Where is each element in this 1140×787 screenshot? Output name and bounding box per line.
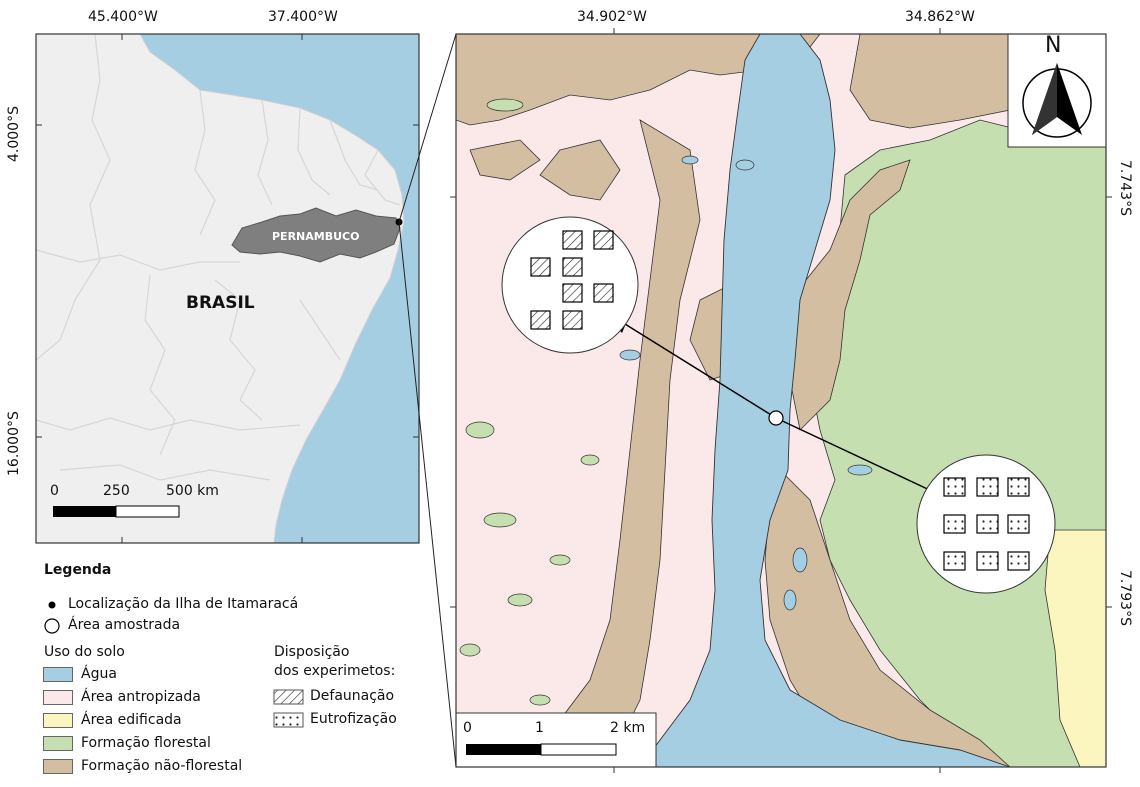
land-use-label-nao-florestal: Formação não-florestal: [81, 758, 243, 774]
country-label: BRASIL: [186, 293, 255, 313]
land-use-label-florestal: Formação florestal: [81, 735, 211, 751]
nonforest-area: [469, 139, 541, 181]
nonforest-area: [764, 469, 1011, 767]
connector-line: [398, 221, 457, 768]
overview-scale-tick-2: 500 km: [166, 483, 219, 499]
overview-y-tick-2: 16.000°S: [6, 411, 22, 476]
overview-y-tick-1: 4.000°S: [6, 106, 22, 162]
detail-scalebar: [456, 712, 657, 767]
detail-y-tick-1: 7.743°S: [1117, 160, 1133, 216]
location-legend-symbol: [48, 601, 56, 609]
swatch-antropizada: [43, 690, 73, 705]
overview-scale-tick-0: 0: [50, 483, 59, 499]
detail-scale-tick-0: 0: [463, 720, 472, 736]
overview-x-tick-2: 37.400°W: [268, 9, 338, 25]
state-label: PERNAMBUCO: [272, 230, 360, 243]
detail-x-tick-1: 34.902°W: [577, 9, 647, 25]
overview-scale-tick-1: 250: [103, 483, 130, 499]
connector-line: [398, 33, 457, 223]
state-borders: [36, 34, 401, 481]
nonforest-area: [789, 159, 911, 431]
nonforest-area: [539, 119, 701, 767]
detail-scale-tick-2: 2 km: [610, 720, 646, 736]
built-area: [1044, 529, 1106, 767]
river-channel: [639, 34, 1011, 767]
nonforest-area: [539, 139, 621, 201]
nonforest-area: [849, 34, 1011, 129]
experiments-title-1: Disposição: [274, 644, 350, 660]
swatch-edificada: [43, 713, 73, 728]
hatch-legend-swatch: [273, 689, 304, 705]
eutrophication-plots: [916, 454, 1056, 594]
legend-location-label: Localização da Ilha de Itamaracá: [68, 596, 299, 612]
swatch-florestal: [43, 736, 73, 751]
land-use-label-antropizada: Área antropizada: [81, 689, 201, 705]
brazil-landmass: [36, 34, 405, 543]
detail-map: [456, 34, 1106, 767]
detail-y-tick-2: 7.793°S: [1117, 570, 1133, 626]
overview-map: [36, 34, 419, 543]
dots-legend-swatch: [273, 712, 304, 728]
land-use-label-agua: Água: [81, 666, 117, 682]
forest-patches: [459, 98, 600, 706]
detail-x-tick-2: 34.862°W: [905, 9, 975, 25]
experiments-title-2: dos experimetos:: [274, 663, 396, 679]
legend-title: Legenda: [44, 562, 112, 578]
detail-scale-tick-1: 1: [535, 720, 544, 736]
land-use-label-edificada: Área edificada: [81, 712, 182, 728]
water-patches: [619, 155, 873, 611]
legend-sample-label: Área amostrada: [68, 617, 181, 633]
overview-x-tick-1: 45.400°W: [88, 9, 158, 25]
north-arrow: [1007, 34, 1106, 148]
overview-scalebar: [53, 505, 180, 518]
swatch-agua: [43, 667, 73, 682]
land-use-title: Uso do solo: [44, 644, 125, 660]
north-label: N: [1045, 33, 1062, 58]
experiment-label-defaunacao: Defaunação: [310, 688, 395, 704]
defaunation-plots: [501, 216, 639, 354]
swatch-nao-florestal: [43, 759, 73, 774]
experiment-label-eutrofizacao: Eutrofização: [310, 711, 397, 727]
sample-legend-symbol: [44, 618, 60, 634]
sample-area-marker: [768, 410, 784, 426]
